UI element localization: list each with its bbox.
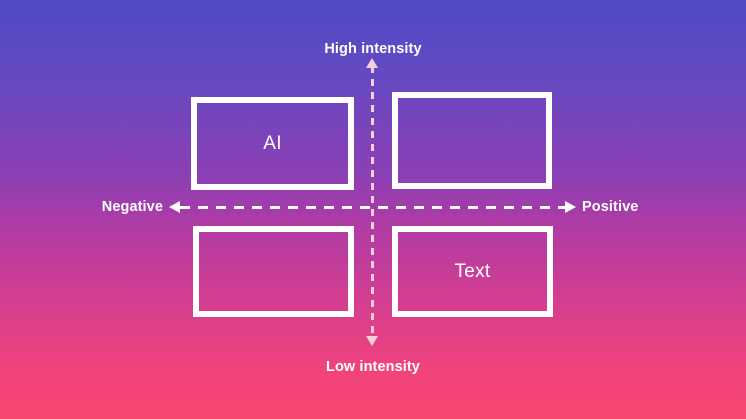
quadrant-box-bottom-left[interactable] — [193, 226, 354, 317]
axis-arrow-down-icon — [366, 336, 378, 346]
axis-arrow-up-icon — [366, 58, 378, 68]
horizontal-axis-line — [180, 206, 566, 209]
axis-label-negative: Negative — [101, 199, 163, 215]
axis-label-positive: Positive — [582, 199, 639, 215]
quadrant-box-top-right[interactable] — [392, 92, 552, 189]
axis-arrow-right-icon — [565, 201, 576, 213]
axis-label-low-intensity: Low intensity — [326, 359, 420, 375]
vertical-axis-line — [371, 66, 374, 338]
axis-arrow-left-icon — [169, 201, 180, 213]
quadrant-label-bottom-right: Text — [454, 261, 491, 282]
quadrant-box-top-left[interactable]: AI — [191, 97, 354, 190]
axis-label-high-intensity: High intensity — [324, 41, 422, 57]
quadrant-box-bottom-right[interactable]: Text — [392, 226, 553, 317]
quadrant-label-top-left: AI — [263, 133, 282, 154]
